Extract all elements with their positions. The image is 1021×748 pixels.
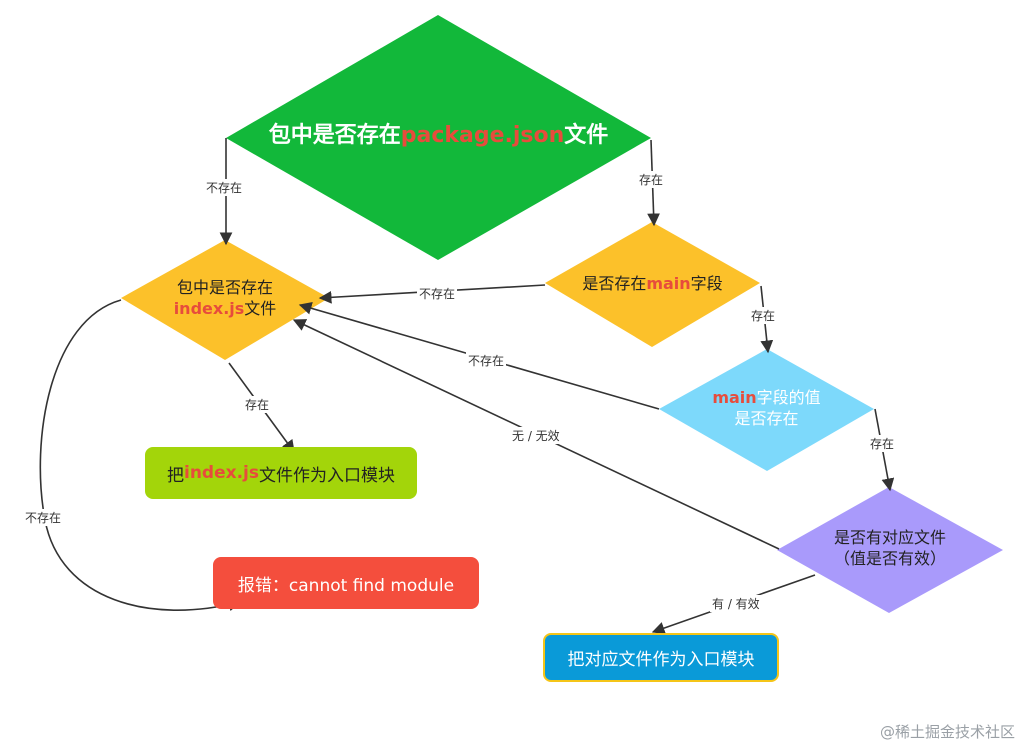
- edge-label-n5-n2: 无 / 无效: [510, 427, 562, 444]
- edge-label-n3-n4: 存在: [749, 307, 778, 324]
- diamond-file-exists: [777, 487, 1003, 613]
- node-main-value-label: main字段的值 是否存在: [712, 388, 821, 428]
- node-package-json-label: 包中是否存在package.json文件: [268, 123, 609, 148]
- diamond-package-json: [226, 15, 651, 260]
- watermark: @稀土掘金技术社区: [879, 723, 1015, 741]
- edge-label-n1-n2: 不存在: [204, 179, 245, 196]
- box-file-entry: 把对应文件作为入口模块: [543, 633, 779, 682]
- node-file-exists-label: 是否有对应文件 （值是否有效）: [833, 528, 946, 568]
- edge-label-n4-n2: 不存在: [466, 352, 507, 369]
- diamond-main-value: [659, 349, 874, 471]
- diamond-index-js: [121, 240, 329, 360]
- diamond-main-field: [545, 222, 760, 347]
- edge-label-n4-n5: 存在: [868, 435, 897, 452]
- edge-label-n2-n7: 不存在: [23, 509, 64, 526]
- edge-label-n5-n8: 有 / 有效: [710, 595, 762, 612]
- edge-label-n3-n2: 不存在: [417, 285, 458, 302]
- node-index-js-label: 包中是否存在 index.js文件: [173, 278, 277, 318]
- edge-label-n1-n3: 存在: [637, 171, 666, 188]
- box-error: 报错：cannot find module: [213, 557, 479, 609]
- edge-label-n2-n6: 存在: [243, 396, 272, 413]
- node-main-field-label: 是否存在main字段: [582, 274, 723, 293]
